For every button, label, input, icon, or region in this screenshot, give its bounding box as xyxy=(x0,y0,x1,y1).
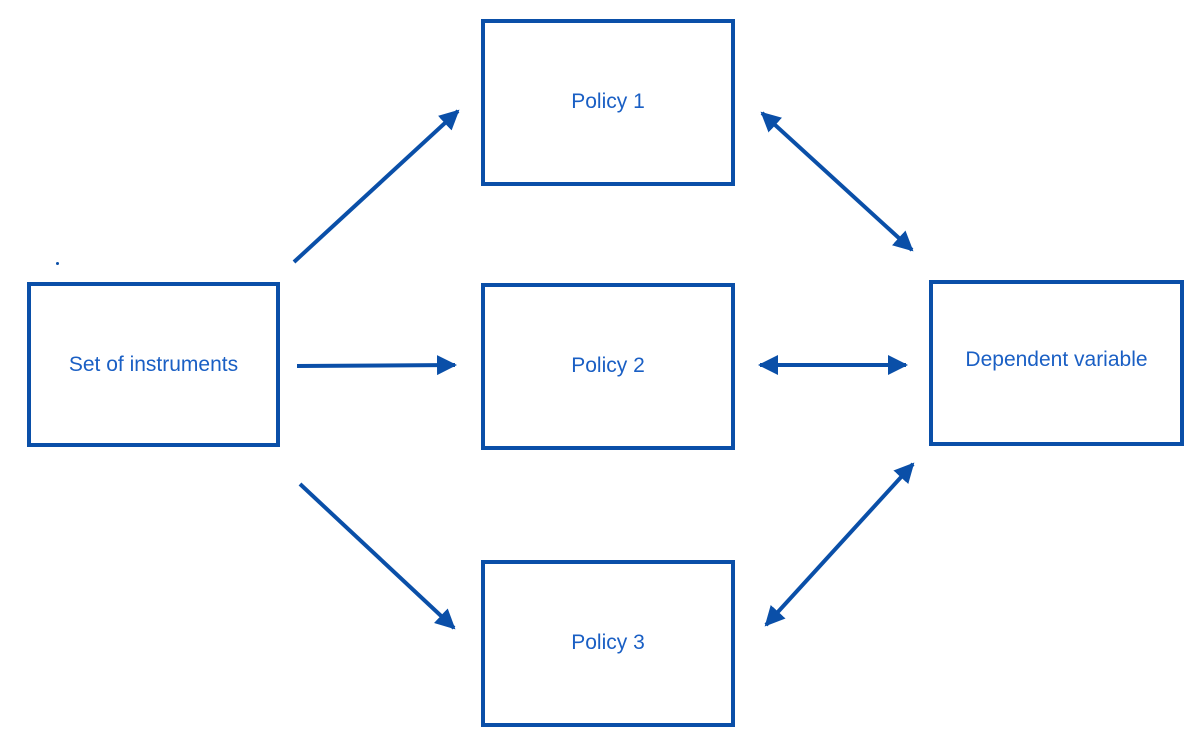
node-label: Dependent variable xyxy=(965,348,1148,371)
arrow-instruments-to-policy3 xyxy=(298,482,456,630)
arrow-instruments-to-policy1 xyxy=(292,109,460,264)
arrow-instruments-to-policy2 xyxy=(296,355,457,376)
node-label: Policy 1 xyxy=(571,89,645,113)
stray-dot xyxy=(56,262,59,265)
arrow-policy1-dependent xyxy=(760,111,914,252)
node-label: Policy 2 xyxy=(571,353,645,377)
node-label: Policy 3 xyxy=(571,630,645,654)
node-policy-1: Policy 1 xyxy=(481,19,735,186)
node-label: Set of instruments xyxy=(68,352,239,376)
node-policy-2: Policy 2 xyxy=(481,283,735,450)
node-policy-3: Policy 3 xyxy=(481,560,735,727)
arrow-policy3-dependent xyxy=(764,462,915,627)
node-dependent-variable: Dependent variable xyxy=(929,280,1184,446)
node-set-of-instruments: Set of instruments xyxy=(27,282,280,447)
